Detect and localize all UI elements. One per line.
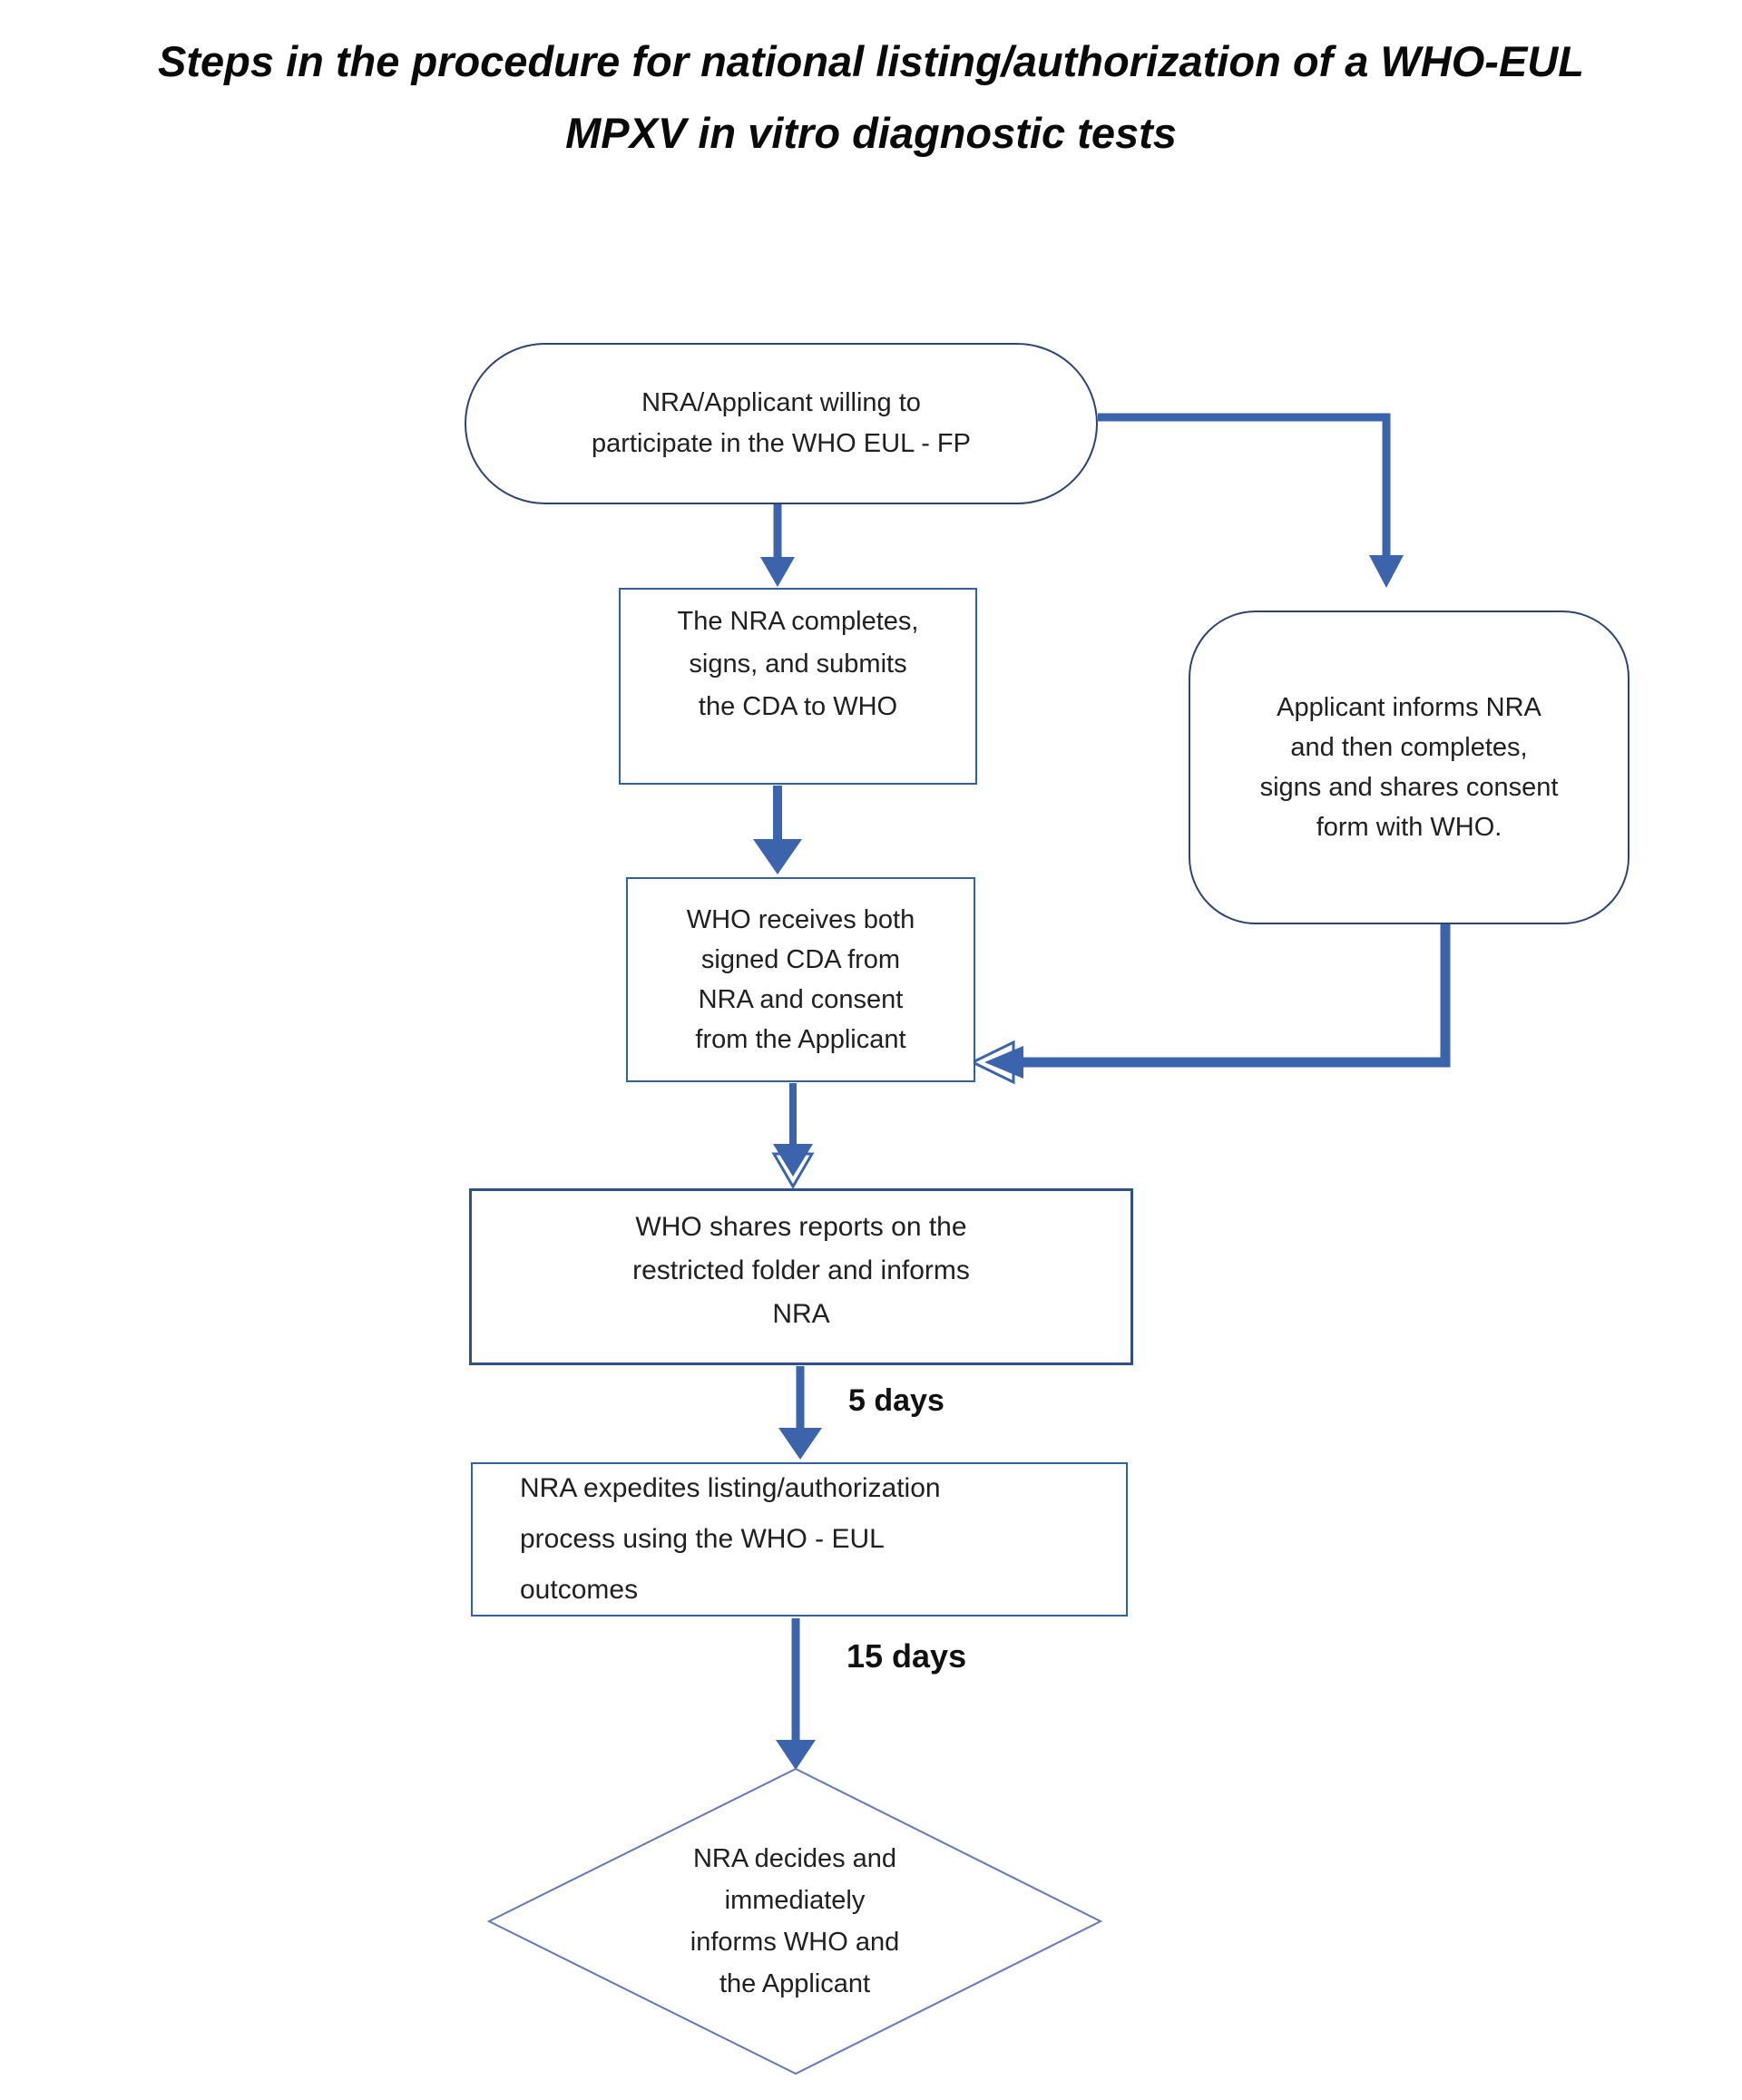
page-title: Steps in the procedure for national list… bbox=[158, 37, 1584, 157]
arrow-who-shares-to-nra-expedites bbox=[778, 1366, 822, 1460]
node-decision-label: NRA decides and immediately informs WHO … bbox=[690, 1844, 900, 1998]
decision-shape bbox=[486, 1767, 1103, 2076]
arrow-start-to-applicant-consent bbox=[1098, 413, 1404, 588]
node-who-receives-label: WHO receives both signed CDA from NRA an… bbox=[686, 905, 915, 1054]
node-who-shares-label: WHO shares reports on the restricted fol… bbox=[632, 1211, 970, 1329]
node-nra-expedites: NRA expedites listing/authorization proc… bbox=[471, 1462, 1128, 1617]
arrow-nra-expedites-to-decision bbox=[776, 1618, 816, 1770]
node-start: NRA/Applicant willing to participate in … bbox=[465, 343, 1098, 504]
arrow-who-receives-to-who-shares bbox=[771, 1083, 815, 1189]
label-5-days: 5 days bbox=[848, 1383, 944, 1418]
node-nra-cda-label: The NRA completes, signs, and submits th… bbox=[677, 607, 919, 721]
label-15-days: 15 days bbox=[847, 1637, 967, 1675]
node-who-receives: WHO receives both signed CDA from NRA an… bbox=[626, 877, 975, 1082]
arrow-start-to-nra-cda bbox=[760, 504, 795, 587]
node-nra-cda: The NRA completes, signs, and submits th… bbox=[619, 588, 977, 785]
node-start-label: NRA/Applicant willing to participate in … bbox=[592, 388, 971, 458]
node-nra-expedites-label: NRA expedites listing/authorization proc… bbox=[520, 1473, 941, 1605]
node-decision: NRA decides and immediately informs WHO … bbox=[613, 1812, 976, 2030]
arrow-applicant-consent-to-who-receives bbox=[969, 924, 1451, 1085]
arrow-nra-cda-to-who-receives bbox=[753, 786, 802, 874]
node-who-shares: WHO shares reports on the restricted fol… bbox=[469, 1188, 1133, 1365]
node-applicant-consent: Applicant informs NRA and then completes… bbox=[1189, 610, 1629, 924]
node-applicant-consent-label: Applicant informs NRA and then completes… bbox=[1259, 693, 1559, 842]
